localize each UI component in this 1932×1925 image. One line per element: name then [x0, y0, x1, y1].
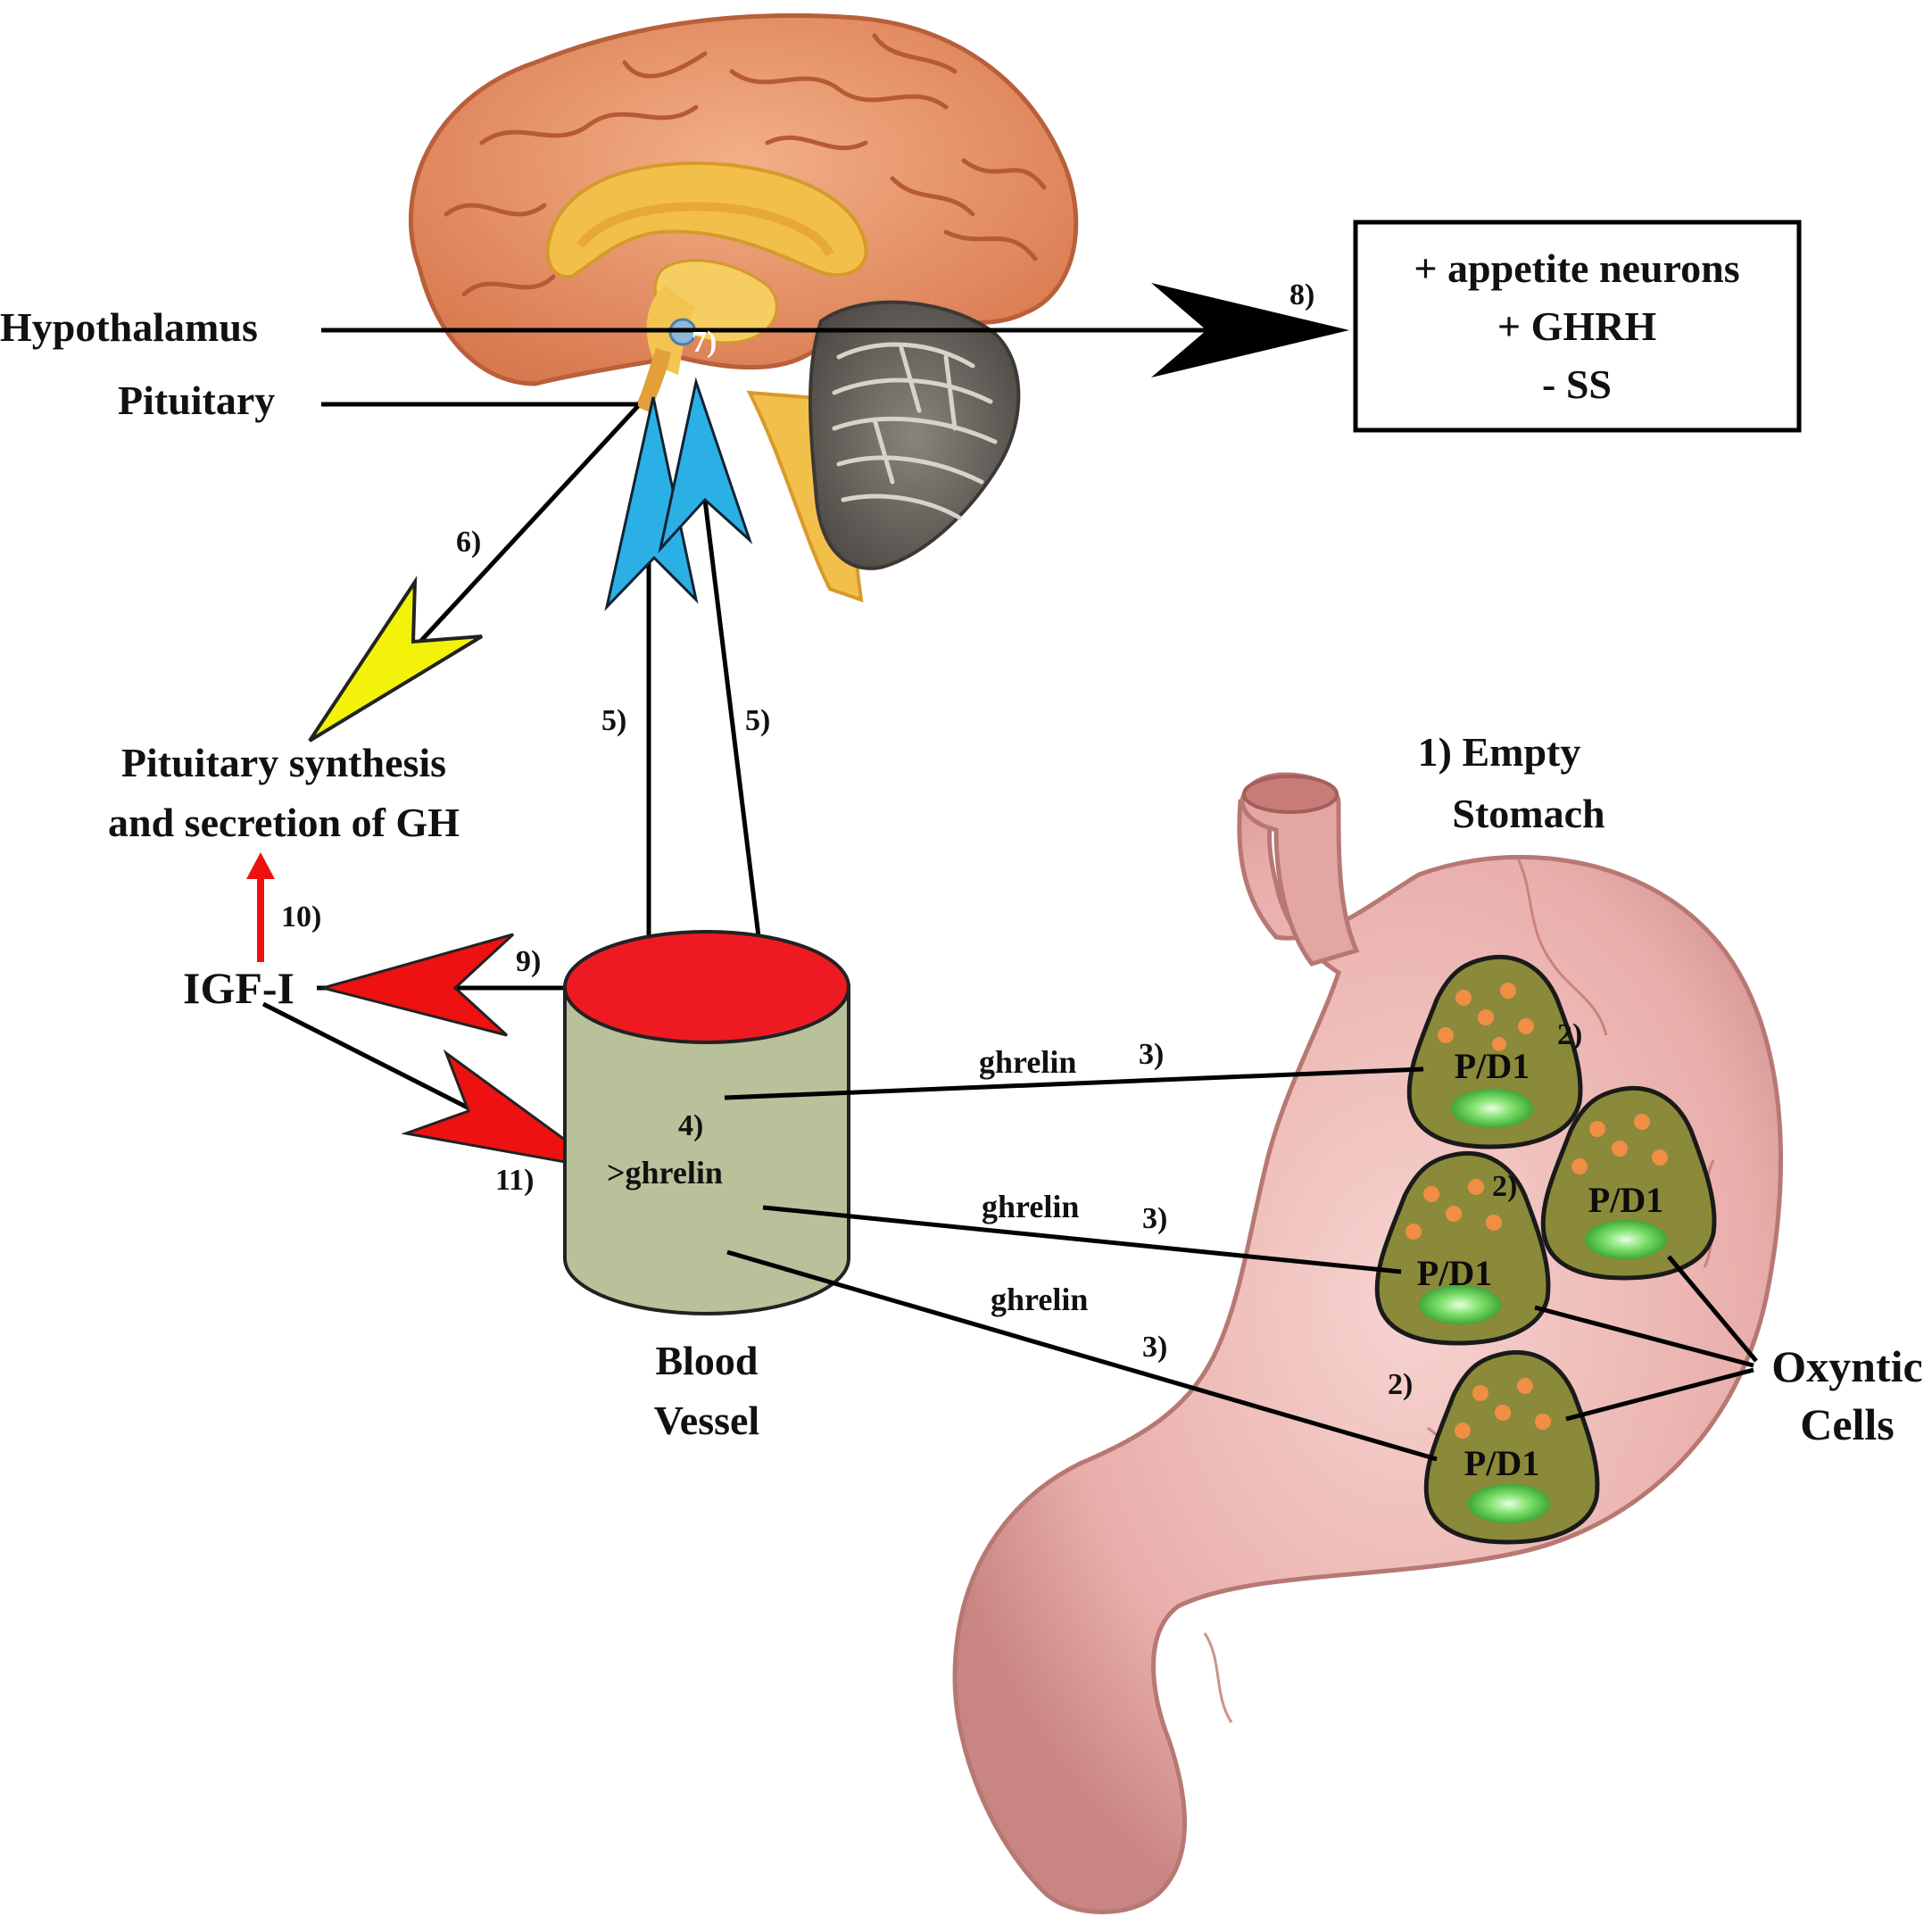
label-pituitary: Pituitary	[118, 378, 275, 423]
oxyntic-cell-2	[1540, 1085, 1717, 1281]
step-8: 8)	[1289, 278, 1314, 311]
oxyntic-cell-3	[1374, 1150, 1551, 1346]
step-3a: 3)	[1139, 1038, 1164, 1071]
step-11: 11)	[495, 1164, 534, 1197]
step-9: 9)	[516, 945, 541, 978]
step-2c: 2)	[1388, 1368, 1413, 1401]
pituitary-gland	[635, 348, 671, 412]
yellow-arrow-6	[308, 576, 484, 743]
label-gh-line1: Pituitary synthesis	[121, 740, 446, 785]
cerebellum	[808, 300, 1021, 570]
ghrelin-label-2: ghrelin	[982, 1189, 1079, 1224]
red-arrow-9	[318, 933, 515, 1037]
ghrelin-label-3: ghrelin	[991, 1282, 1088, 1317]
step-10: 10)	[281, 900, 321, 933]
step-4: 4)	[678, 1109, 703, 1142]
label-stomach-2: Stomach	[1452, 791, 1604, 836]
label-igf: IGF-I	[183, 963, 294, 1013]
esophagus-opening	[1242, 775, 1339, 814]
blue-arrow-right	[658, 377, 753, 554]
label-blood-vessel-1: Blood	[655, 1338, 758, 1383]
oxyntic-pointer-lines	[1534, 1255, 1758, 1422]
label-oxyntic-1: Oxyntic	[1771, 1341, 1922, 1391]
brain-illustration	[408, 12, 1079, 602]
step-7: 7)	[692, 326, 717, 359]
brain-gyri	[444, 33, 1047, 297]
label-oxyntic-2: Cells	[1800, 1399, 1895, 1449]
cell-label-2: P/D1	[1588, 1180, 1663, 1220]
red-arrow-11	[401, 1049, 606, 1171]
ghrelin-label-1: ghrelin	[979, 1044, 1076, 1080]
label-hypothalamus: Hypothalamus	[0, 304, 258, 350]
effects-box	[1353, 220, 1802, 433]
oxyntic-cell-4	[1423, 1349, 1600, 1545]
stomach-illustration	[952, 772, 1784, 1914]
arrow-10-head	[246, 852, 275, 879]
blood-vessel-top	[563, 930, 850, 1044]
label-more-ghrelin: >ghrelin	[607, 1155, 723, 1191]
label-blood-vessel-2: Vessel	[654, 1398, 759, 1443]
oxyntic-cell-1	[1406, 954, 1583, 1149]
label-stomach-1: 1) Empty	[1418, 729, 1581, 775]
arrow-8-effects	[1151, 283, 1349, 378]
blue-arrow-left	[604, 396, 699, 611]
corpus-callosum	[545, 161, 868, 279]
step-5b: 5)	[745, 704, 770, 737]
step-2b: 2)	[1492, 1170, 1517, 1203]
step-6: 6)	[456, 526, 481, 559]
step-5a: 5)	[601, 704, 626, 737]
step-3c: 3)	[1142, 1331, 1167, 1364]
cell-label-1: P/D1	[1455, 1046, 1530, 1086]
effects-line-2: + GHRH	[1497, 303, 1656, 349]
arrow-6-line	[418, 404, 640, 644]
ghrelin-secretion-lines	[724, 1066, 1438, 1462]
effects-line-1: + appetite neurons	[1414, 245, 1739, 291]
blood-vessel	[563, 930, 850, 1315]
step-3b: 3)	[1142, 1202, 1167, 1235]
step-2a: 2)	[1557, 1018, 1582, 1051]
label-gh-line2: and secretion of GH	[108, 800, 460, 845]
esophagus	[1240, 772, 1360, 967]
cell-label-3: P/D1	[1417, 1253, 1492, 1293]
cell-label-4: P/D1	[1464, 1443, 1539, 1483]
effects-line-3: - SS	[1542, 361, 1612, 407]
